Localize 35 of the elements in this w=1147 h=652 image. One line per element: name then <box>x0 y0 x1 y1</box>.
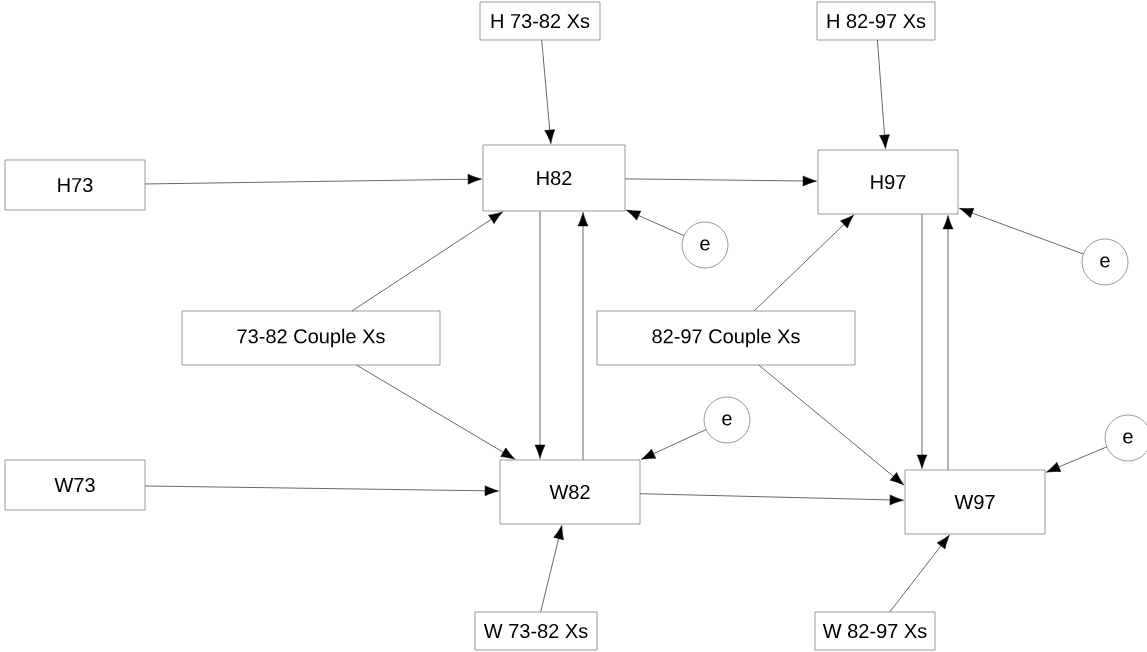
process-box: W82 <box>499 459 641 525</box>
arrow <box>889 534 950 613</box>
arrow <box>916 213 928 469</box>
arrow <box>626 209 685 236</box>
process-box: W73 <box>4 459 146 511</box>
process-box: H73 <box>4 159 146 211</box>
process-box: W 73-82 Xs <box>474 611 598 651</box>
process-box: H 82-97 Xs <box>816 1 936 41</box>
process-box: 82-97 Couple Xs <box>596 310 856 366</box>
arrow <box>540 525 564 613</box>
circle-node: e <box>681 221 729 269</box>
arrow <box>144 485 499 497</box>
arrow <box>1046 446 1107 473</box>
arrow <box>758 364 905 486</box>
arrow <box>577 212 589 461</box>
arrow <box>534 210 546 459</box>
arrow <box>639 493 904 506</box>
arrow <box>541 39 555 144</box>
process-box: H97 <box>817 149 959 215</box>
arrow <box>351 211 503 312</box>
arrow <box>641 429 707 460</box>
process-box: H 73-82 Xs <box>479 1 601 41</box>
process-box: 73-82 Couple Xs <box>181 310 441 366</box>
arrow <box>144 173 482 185</box>
circle-node: e <box>703 396 751 444</box>
arrow <box>624 175 817 187</box>
circle-node: e <box>1081 238 1129 286</box>
arrow <box>959 208 1084 255</box>
arrow <box>877 39 890 149</box>
process-box: W 82-97 Xs <box>814 611 936 651</box>
process-box: H82 <box>482 144 626 212</box>
arrow <box>942 215 954 471</box>
arrow <box>753 214 854 312</box>
process-box: W97 <box>904 469 1046 535</box>
arrow <box>356 364 516 460</box>
